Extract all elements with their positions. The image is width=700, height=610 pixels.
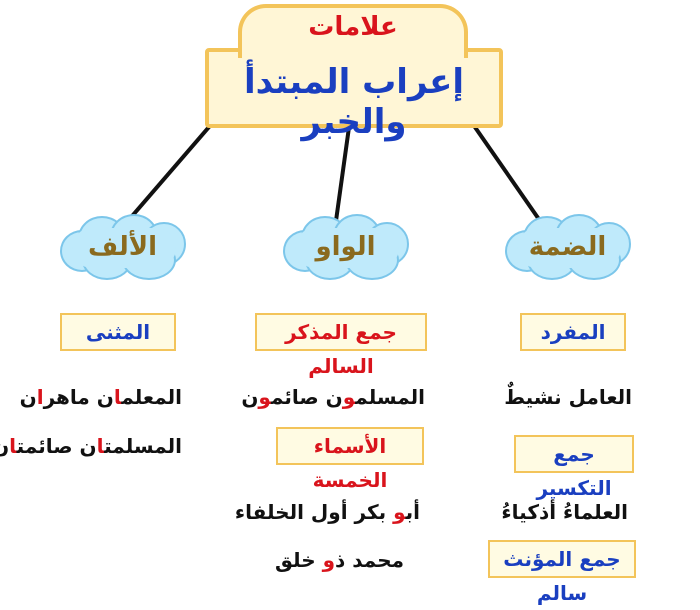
example-alef-2: المسلمتان صائمتان [0,434,182,458]
example-damma-1: العامل نشيطٌ [504,385,632,409]
category-asmaa-khamsa: الأسماء الخمسة [276,427,424,492]
sign-damma: الضمة [528,232,607,262]
example-alef-1: المعلمان ماهران [19,385,182,409]
line-to-alef [118,118,217,232]
cloud-damma: الضمة [505,214,631,280]
sign-alef: الألف [88,232,157,262]
category-jam-mudhakkar: جمع المذكر السالم [255,313,427,378]
example-damma-2: العلماءُ أذكياءُ [501,500,628,524]
connector-lines [118,118,547,232]
line-to-damma [468,118,547,230]
line-to-waw [333,119,352,229]
example-waw-3: محمد ذو خلق [275,548,404,572]
cloud-waw: الواو [283,214,409,280]
category-mufrad: المفرد [520,313,626,351]
example-waw-2: أبو بكر أول الخلفاء [234,500,420,524]
title-line1: علامات [308,12,398,42]
cloud-alef: الألف [60,214,186,280]
title-line2: إعراب المبتدأ والخبر [244,62,464,142]
category-muthanna: المثنى [60,313,176,351]
category-jam-muannath: جمع المؤنث سالم [488,540,636,605]
sign-waw: الواو [315,232,376,262]
example-waw-1: المسلمون صائمون [241,385,425,409]
category-jam-taksir: جمع التكسير [514,435,634,500]
